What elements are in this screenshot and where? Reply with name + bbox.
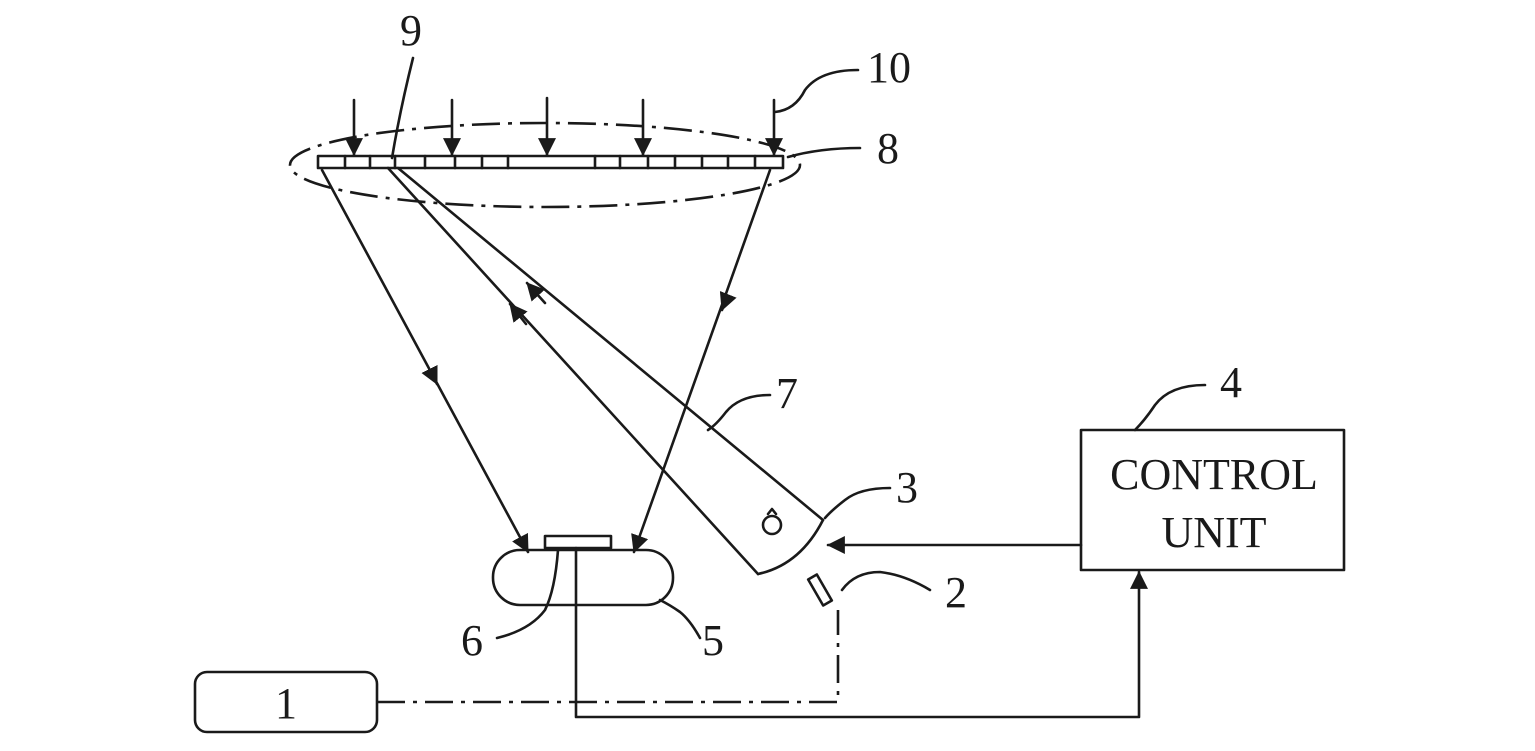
leader-lines (390, 56, 1207, 640)
sensor-link (377, 610, 840, 704)
reflected-beams (320, 168, 772, 554)
sensor (806, 573, 834, 607)
component-1: 1 (193, 670, 379, 734)
control-unit-line1: CONTROL (1110, 450, 1318, 499)
incoming-arrows (345, 96, 783, 157)
source-beam (386, 166, 825, 576)
label-4: 4 (1220, 358, 1242, 407)
label-10: 10 (867, 43, 911, 92)
component-1-label: 1 (275, 679, 297, 728)
label-8: 8 (877, 124, 899, 173)
label-3: 3 (896, 463, 918, 512)
source-head (756, 507, 825, 576)
control-unit-line2: UNIT (1161, 508, 1266, 557)
label-7: 7 (776, 369, 798, 418)
label-5: 5 (702, 616, 724, 665)
receiver-plate (543, 534, 613, 550)
control-unit: CONTROL UNIT (1079, 428, 1346, 572)
receiver (491, 548, 675, 607)
label-2: 2 (945, 568, 967, 617)
label-9: 9 (400, 6, 422, 55)
feedback-line (574, 546, 1148, 719)
panel-ellipse (288, 121, 802, 209)
label-6: 6 (461, 616, 483, 665)
panel (316, 154, 785, 170)
